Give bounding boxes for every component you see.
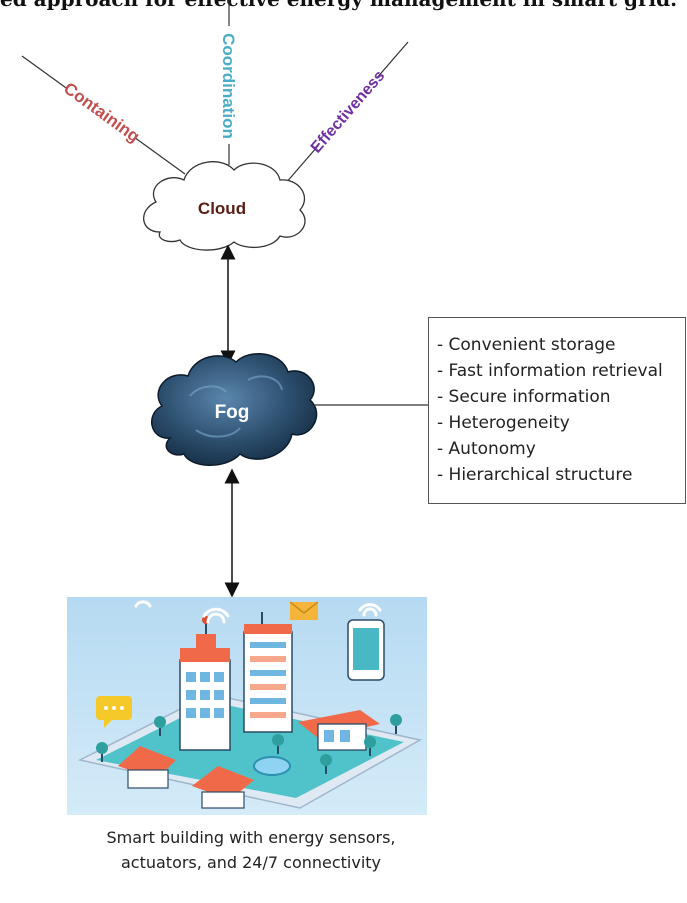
- spoke-label-effectiveness: Effectiveness: [308, 67, 389, 156]
- building-tower-right: [243, 612, 293, 733]
- cloud-label: Cloud: [198, 199, 246, 218]
- fog-property-item: - Autonomy: [437, 439, 536, 459]
- house-left: [118, 746, 176, 789]
- fog-property-item: - Heterogeneity: [437, 413, 570, 433]
- cloud-shape: [143, 161, 306, 251]
- phone-device-icon: [347, 619, 385, 681]
- building-caption: Smart building with energy sensors, actu…: [60, 825, 442, 875]
- figure-caption-partial: ed approach for effective energy managem…: [0, 0, 687, 11]
- fog-properties-box: - Convenient storage - Fast information …: [428, 317, 686, 504]
- house-bottom: [192, 766, 254, 809]
- mail-icon: [289, 601, 319, 620]
- fog-property-item: - Convenient storage: [437, 335, 616, 355]
- building-shop: [298, 710, 380, 751]
- fog-property-item: - Secure information: [437, 387, 611, 407]
- building-caption-line1: Smart building with energy sensors,: [106, 828, 396, 847]
- fog-label: Fog: [215, 402, 250, 423]
- fog-shape: [151, 353, 318, 466]
- fog-property-item: - Hierarchical structure: [437, 465, 633, 485]
- fog-property-item: - Fast information retrieval: [437, 361, 663, 381]
- wifi-icon: [134, 600, 382, 624]
- building-tower-left: [179, 616, 231, 751]
- spoke-label-coordination: Coordination: [219, 33, 238, 139]
- chat-bubble-icon: [96, 696, 132, 728]
- building-caption-line2: actuators, and 24/7 connectivity: [120, 853, 382, 872]
- smart-building-illustration: [67, 597, 427, 815]
